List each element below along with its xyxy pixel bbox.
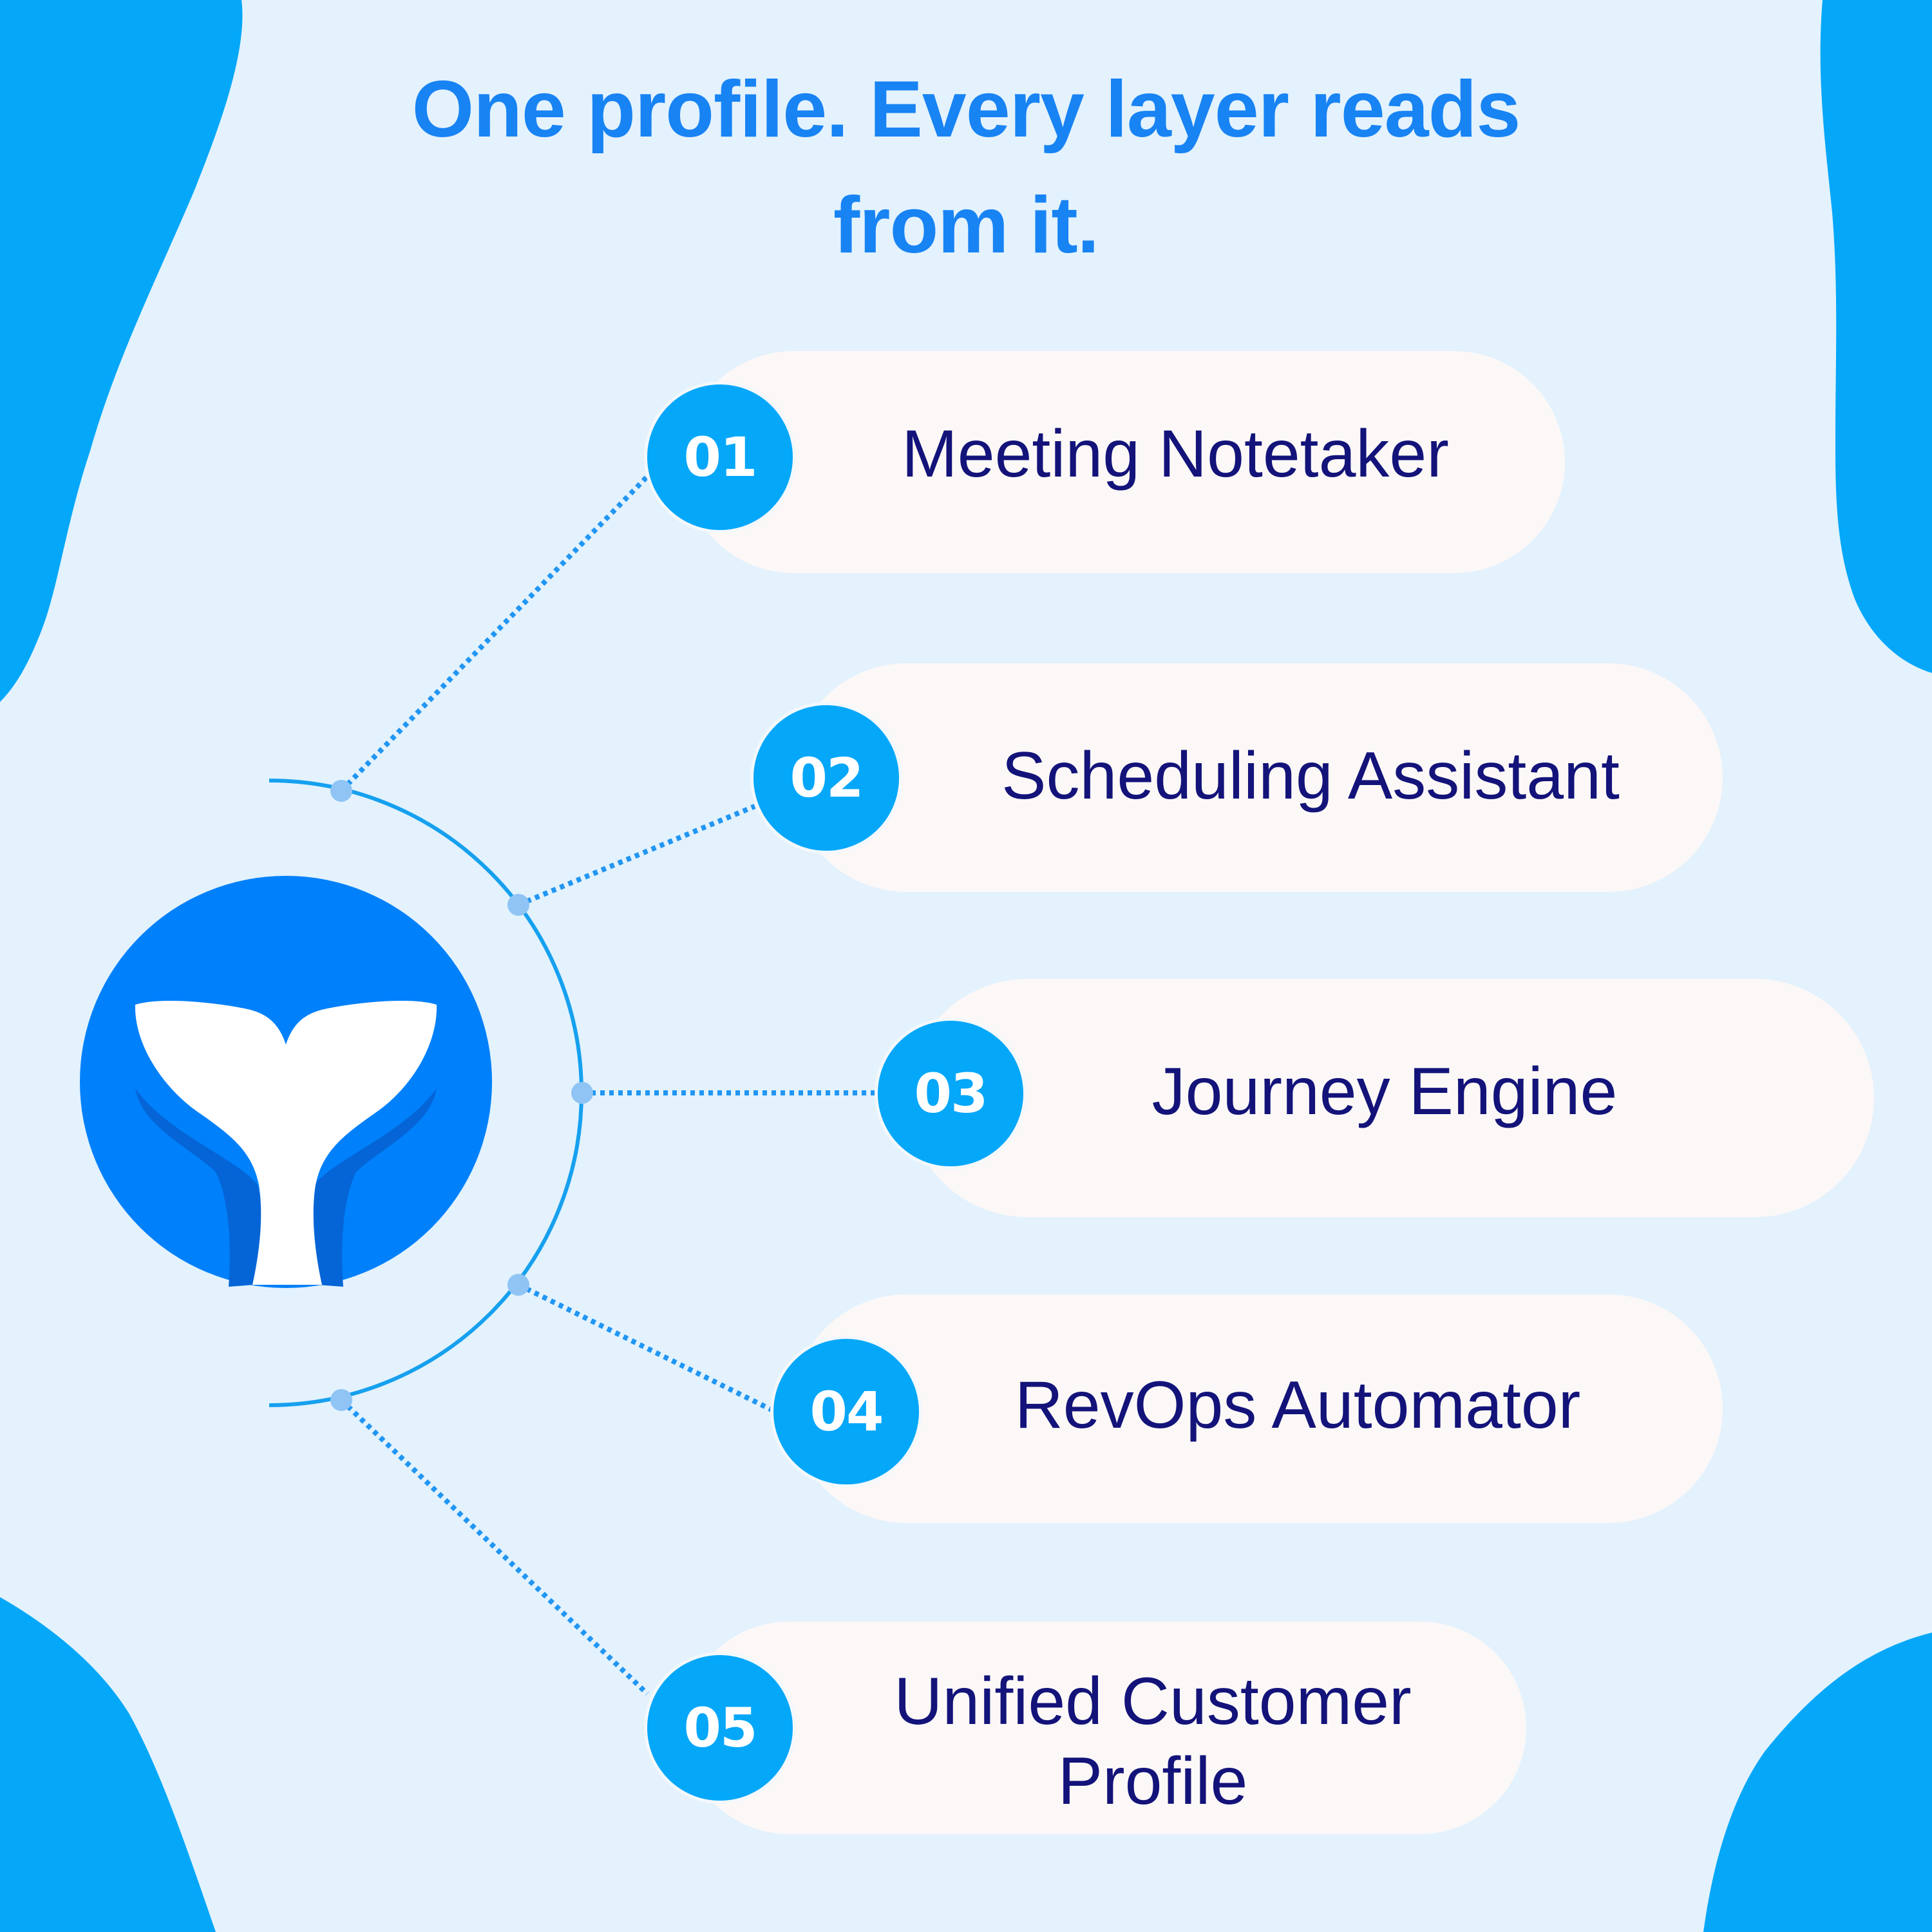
junction-dot-05 [330,1389,352,1411]
title-line-1: One profile. Every layer reads [412,65,1521,154]
junction-dot-01 [330,780,352,802]
connector-02 [517,804,756,907]
connector-05 [339,1398,649,1696]
junction-dot-02 [507,894,529,916]
blob-top-right [1820,0,1932,673]
item-badge-01: 01 [644,381,796,533]
page-title: One profile. Every layer reads from it. [322,52,1610,283]
item-pill-04 [792,1294,1723,1523]
whale-tail-icon [135,1000,437,1287]
item-pill-05 [683,1622,1526,1834]
item-pill-02 [792,663,1723,892]
item-label-03: Journey Engine [1151,1054,1618,1129]
title-line-2: from it. [833,181,1099,270]
item-label-05: Unified Customer Profile [805,1662,1501,1821]
item-badge-03: 03 [875,1018,1027,1170]
blob-top-left [0,0,243,702]
item-label-01: Meeting Notetaker [902,417,1449,491]
item-label-05-line-2: Profile [1057,1744,1248,1819]
blob-bottom-right [1703,1633,1932,1932]
junction-dot-03 [571,1082,593,1104]
connector-01 [339,475,649,793]
item-pill-03 [908,979,1874,1217]
blob-bottom-left [0,1597,216,1932]
item-label-02: Scheduling Assistant [1001,739,1620,813]
item-pill-01 [683,351,1565,573]
item-label-05-line-1: Unified Customer [894,1664,1412,1739]
logo [80,876,492,1288]
junction-dot-04 [507,1274,529,1296]
item-label-04: RevOps Automator [1014,1368,1581,1443]
item-badge-02: 02 [750,702,902,854]
item-badge-05: 05 [644,1652,796,1804]
connector-04 [517,1282,774,1413]
item-badge-04: 04 [770,1336,922,1488]
